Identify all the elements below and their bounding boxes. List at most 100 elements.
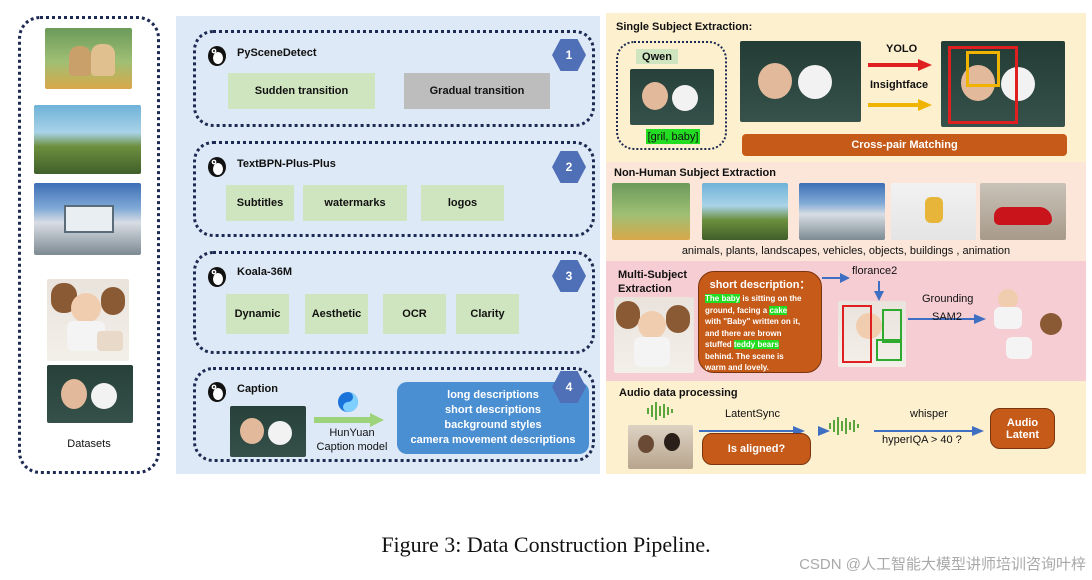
- penguin-icon: [206, 154, 228, 183]
- stage-koala: Koala-36M Dynamic Aesthetic OCR Clarity …: [193, 251, 595, 354]
- stage-title: Koala-36M: [237, 266, 293, 278]
- short-description-title: short description：: [709, 279, 811, 291]
- yolo-bounding-box: [948, 46, 1018, 124]
- stage-number-badge: 2: [552, 151, 586, 183]
- penguin-icon: [206, 43, 228, 72]
- waveform-icon: [828, 416, 862, 441]
- insightface-label: Insightface: [870, 79, 929, 91]
- filter-ocr: OCR: [383, 294, 446, 334]
- stage-textbpn: TextBPN-Plus-Plus Subtitles watermarks l…: [193, 141, 595, 237]
- watermark: CSDN @人工智能大模型讲师培训咨询叶梓: [799, 556, 1086, 573]
- arrow-right-icon: [874, 423, 984, 441]
- panel-title-line2: Extraction: [618, 283, 672, 295]
- filter-gradual-transition: Gradual transition: [404, 73, 550, 109]
- panel-title-line1: Multi-Subject: [618, 269, 688, 281]
- florance-label: florance2: [852, 265, 898, 277]
- output-background-styles: background styles: [444, 419, 542, 431]
- arrow-right-icon: [818, 423, 830, 441]
- short-description-text: The baby is sitting on the ground, facin…: [705, 293, 815, 374]
- audio-latent-line1: Audio: [1006, 417, 1039, 429]
- alignment-check: Is aligned?: [702, 433, 811, 465]
- hunyuan-logo-icon: [337, 391, 359, 418]
- stage-title: TextBPN-Plus-Plus: [237, 158, 336, 170]
- arrow-right-icon: [868, 58, 932, 76]
- dataset-image-landscape: [34, 105, 141, 174]
- highlight-baby: The baby: [705, 294, 741, 303]
- face-bounding-box: [966, 51, 1000, 87]
- text-span: stuffed: [705, 340, 734, 349]
- hyperiqa-label: hyperIQA > 40 ?: [882, 434, 962, 446]
- text-span: and there are brown: [705, 328, 782, 338]
- detection-box: [876, 339, 902, 361]
- panel-title: Single Subject Extraction:: [616, 21, 753, 33]
- stage-number-badge: 3: [552, 260, 586, 292]
- model-name: HunYuan: [329, 427, 375, 439]
- model-subtitle: Caption model: [316, 441, 388, 453]
- filter-clarity: Clarity: [456, 294, 519, 334]
- qwen-input-image: [630, 69, 714, 125]
- output-short-descriptions: short descriptions: [445, 404, 541, 416]
- nonhuman-image-backpack: [891, 183, 976, 240]
- datasets-panel: Datasets: [18, 16, 160, 474]
- audio-video-frame: [628, 425, 693, 469]
- arrow-right-icon: [868, 98, 932, 116]
- sam-label: SAM2: [932, 311, 962, 323]
- detection-box: [882, 309, 902, 343]
- qwen-box: Qwen [gril, baby]: [616, 41, 727, 150]
- single-subject-image: [740, 41, 861, 122]
- detection-result-image: [941, 41, 1065, 127]
- multi-subject-image: [614, 297, 694, 373]
- stage-caption: Caption HunYuan Caption model long descr…: [193, 367, 595, 462]
- stage-pyscenedetect: PySceneDetect Sudden transition Gradual …: [193, 30, 595, 127]
- segmented-subjects-image: [990, 279, 1080, 369]
- yolo-label: YOLO: [886, 43, 918, 55]
- highlight-cake: cake: [769, 305, 788, 315]
- arrow-right-icon: [822, 270, 850, 288]
- extracted-tags: [gril, baby]: [646, 129, 700, 144]
- non-human-panel: Non-Human Subject Extraction animals, pl…: [606, 162, 1086, 261]
- nonhuman-image-landscape: [702, 183, 788, 240]
- panel-title: Audio data processing: [619, 387, 738, 399]
- nonhuman-image-house: [799, 183, 885, 240]
- filter-logos: logos: [421, 185, 504, 221]
- arrow-right-icon: [908, 311, 986, 329]
- category-list: animals, plants, landscapes, vehicles, o…: [681, 245, 1011, 257]
- dataset-image-girl-baby: [47, 365, 133, 423]
- qwen-label: Qwen: [636, 49, 678, 64]
- text-span: is sitting on the: [740, 294, 802, 303]
- filter-watermarks: watermarks: [303, 185, 407, 221]
- penguin-icon: [206, 264, 228, 293]
- single-subject-panel: Single Subject Extraction: Qwen [gril, b…: [606, 13, 1086, 162]
- whisper-label: whisper: [910, 408, 948, 420]
- latentsync-label: LatentSync: [725, 408, 781, 420]
- filter-subtitles: Subtitles: [226, 185, 294, 221]
- text-span: ground, facing a: [705, 305, 770, 315]
- output-camera-movement: camera movement descriptions: [410, 434, 576, 446]
- filter-sudden-transition: Sudden transition: [228, 73, 375, 109]
- dataset-image-house: [34, 183, 141, 255]
- caption-input-image: [230, 406, 306, 457]
- detection-box: [842, 305, 872, 363]
- grounding-label: Grounding: [922, 293, 974, 305]
- nonhuman-image-car: [980, 183, 1066, 240]
- stage-number-badge: 1: [552, 39, 586, 71]
- audio-latent-line2: Latent: [1006, 429, 1039, 441]
- filter-aesthetic: Aesthetic: [305, 294, 368, 334]
- penguin-icon: [206, 379, 228, 408]
- audio-panel: Audio data processing LatentSync Is alig…: [606, 381, 1086, 474]
- datasets-label: Datasets: [67, 438, 111, 450]
- multi-subject-panel: Multi-Subject Extraction short descripti…: [606, 261, 1086, 381]
- highlight-teddy-bears: teddy bears: [733, 340, 779, 349]
- text-span: with "Baby" written on it,: [705, 317, 801, 326]
- cross-pair-matching: Cross-pair Matching: [742, 134, 1067, 156]
- stage-title: Caption: [237, 383, 278, 395]
- filter-dynamic: Dynamic: [226, 294, 289, 334]
- stage-title: PySceneDetect: [237, 47, 317, 59]
- grounding-result-image: [838, 301, 906, 367]
- text-span: warm and lovely.: [705, 363, 769, 372]
- arrow-down-icon: [874, 281, 884, 306]
- figure-caption: Figure 3: Data Construction Pipeline.: [381, 532, 711, 557]
- panel-title: Non-Human Subject Extraction: [614, 167, 776, 179]
- dataset-image-dogs: [45, 28, 132, 89]
- nonhuman-image-dogs: [612, 183, 690, 240]
